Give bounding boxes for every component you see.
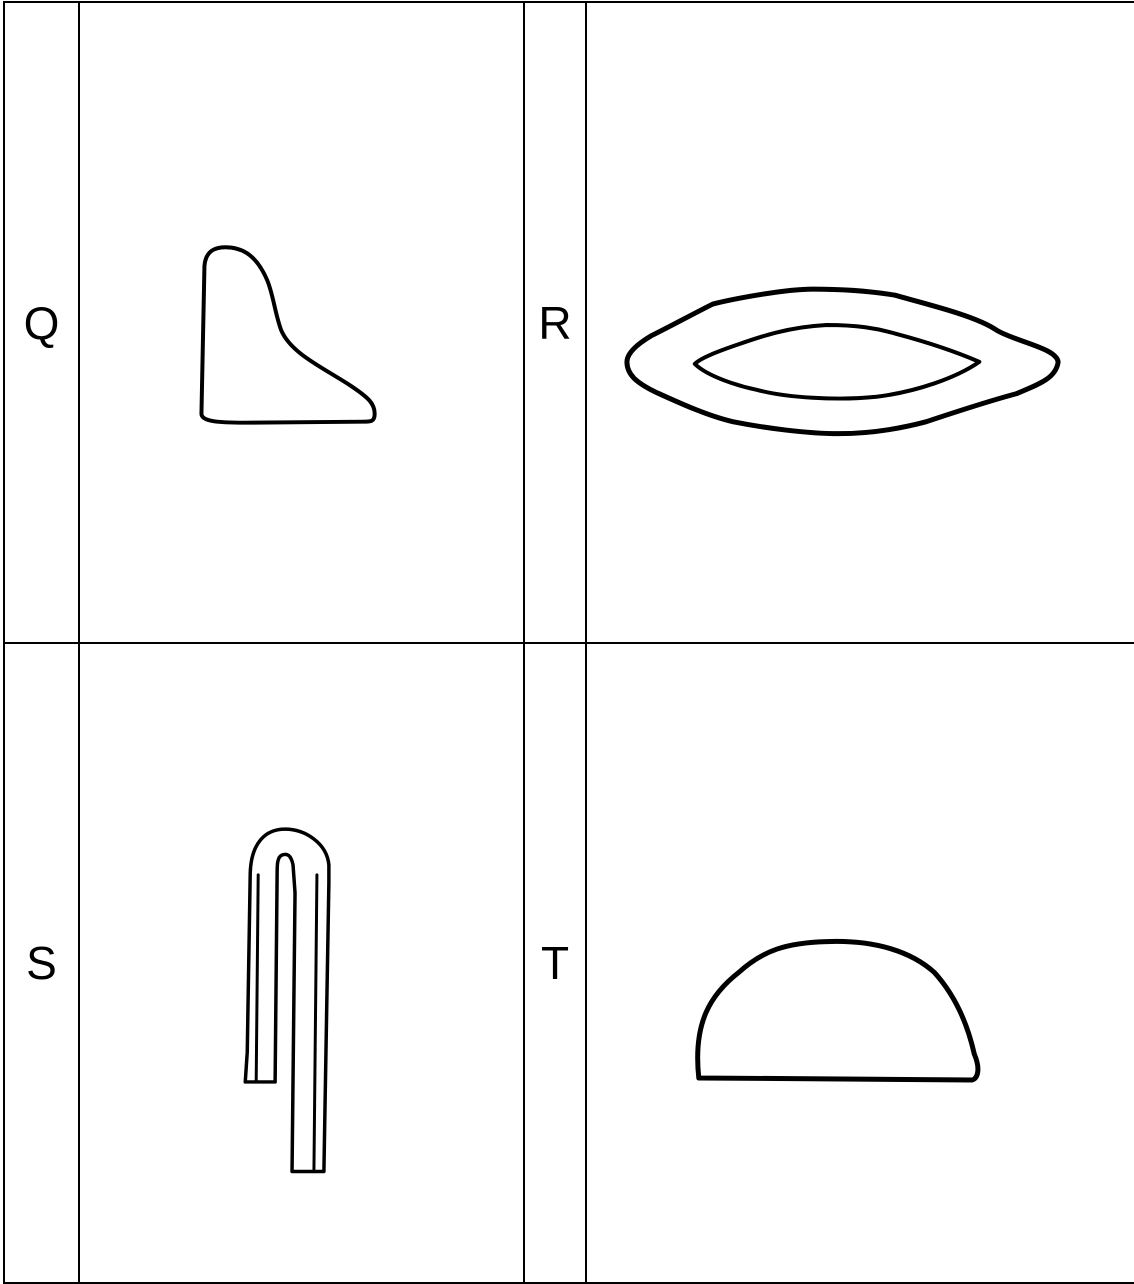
cell-q-shape — [79, 2, 524, 643]
shape-s-hairpin — [80, 644, 523, 1282]
label-t: T — [524, 643, 586, 1283]
cell-s-shape — [79, 643, 524, 1283]
shape-grid: Q R S T — [3, 1, 1134, 1284]
label-q: Q — [4, 2, 79, 643]
shape-r-ring — [587, 3, 1134, 642]
cell-t-shape — [586, 643, 1134, 1283]
label-s: S — [4, 643, 79, 1283]
cell-r-shape — [586, 2, 1134, 643]
shape-t-semicircle — [587, 644, 1134, 1282]
label-r: R — [524, 2, 586, 643]
shape-q-outline — [80, 3, 523, 642]
